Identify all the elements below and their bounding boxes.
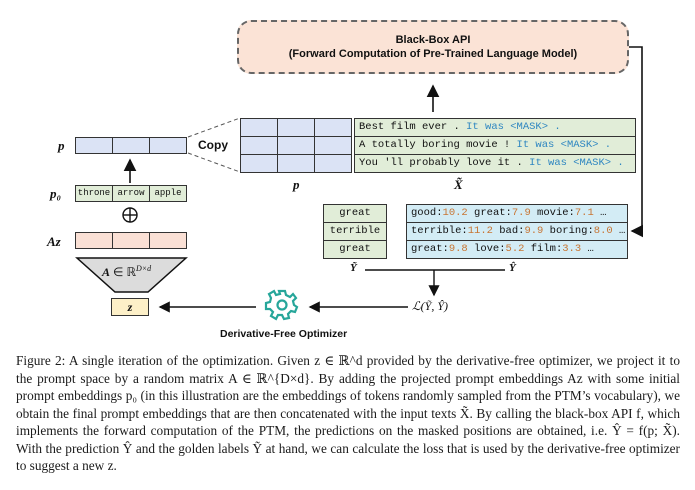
pred-word: boring:: [543, 225, 594, 237]
input-text-row: You 'll probably love it . It was <MASK>…: [354, 154, 636, 173]
prediction-row: terrible:11.2 bad:9.9 boring:8.0 …: [406, 222, 628, 241]
pred-word: great:: [411, 243, 449, 255]
projected-embedding-row: [75, 232, 187, 249]
grid-cell: [277, 136, 315, 155]
figure-label: Figure 2:: [16, 353, 66, 368]
label-p: p: [58, 138, 65, 153]
pred-score: 7.9: [511, 207, 531, 219]
grid-cell: [240, 118, 278, 137]
input-sentence: You 'll probably love it .: [359, 157, 530, 169]
grid-cell: [314, 154, 352, 173]
golden-label: great: [323, 204, 387, 223]
pred-word: love:: [467, 243, 506, 255]
pred-word: great:: [467, 207, 512, 219]
pred-score: 8.0: [593, 225, 613, 237]
golden-label: terrible: [323, 222, 387, 241]
figure-caption: Figure 2: A single iteration of the opti…: [16, 352, 680, 475]
pred-score: 9.9: [524, 225, 544, 237]
grid-cell: [277, 154, 315, 173]
az-cell: [149, 232, 187, 249]
pred-score: 11.2: [467, 225, 493, 237]
gear-icon: [264, 289, 299, 321]
pred-score: 7.1: [574, 207, 594, 219]
prompt-grid: [240, 118, 352, 173]
label-y-tilde: Ỹ: [350, 262, 357, 274]
prompt-cell: [112, 137, 150, 154]
p0-token: throne: [75, 185, 113, 202]
prompt-cell: [149, 137, 187, 154]
pred-score: 5.2: [505, 243, 525, 255]
prompt-embedding-row: [75, 137, 187, 154]
copy-dashed-bottom: [187, 152, 241, 173]
add-operator-icon: [122, 207, 138, 223]
copy-label: Copy: [198, 138, 228, 152]
golden-label: great: [323, 240, 387, 259]
prediction-row: good:10.2 great:7.9 movie:7.1 …: [406, 204, 628, 223]
pred-word: film:: [524, 243, 563, 255]
pred-word: movie:: [530, 207, 575, 219]
ellipsis: …: [593, 207, 607, 219]
pred-word: terrible:: [411, 225, 468, 237]
pred-score: 3.3: [562, 243, 582, 255]
prediction-row: great:9.8 love:5.2 film:3.3 …: [406, 240, 628, 259]
pred-score: 9.8: [448, 243, 468, 255]
connector-layer: [75, 46, 644, 321]
label-p-grid: p: [293, 177, 300, 192]
p0-token: apple: [149, 185, 187, 202]
arrow-api-to-predictions: [629, 46, 644, 238]
grid-cell: [277, 118, 315, 137]
prompt-cell: [75, 137, 113, 154]
loss-label: ℒ(Ỹ, Ŷ): [412, 299, 448, 313]
grid-cell: [314, 136, 352, 155]
label-x-tilde: X̃: [454, 177, 463, 192]
grid-cell: [240, 136, 278, 155]
api-title: Black-Box API: [395, 34, 471, 46]
input-text-row: Best film ever . It was <MASK> .: [354, 118, 636, 137]
prompt-template: It was <MASK> .: [529, 157, 624, 169]
optimizer-label: Derivative-Free Optimizer: [220, 328, 348, 340]
input-sentence: Best film ever .: [359, 121, 467, 133]
ellipsis: …: [612, 225, 626, 237]
pred-word: good:: [411, 207, 443, 219]
label-y-hat: Ŷ: [509, 262, 516, 274]
prompt-template: It was <MASK> .: [466, 121, 561, 133]
grid-cell: [240, 154, 278, 173]
az-cell: [112, 232, 150, 249]
input-text-row: A totally boring movie ! It was <MASK> .: [354, 136, 636, 155]
caption-text: A single iteration of the optimization. …: [16, 353, 680, 473]
z-vector-box: z: [111, 298, 149, 316]
copy-dashed-top: [187, 117, 241, 138]
prompt-template: It was <MASK> .: [516, 139, 612, 151]
label-az: Az: [47, 234, 61, 249]
input-sentence: A totally boring movie !: [359, 139, 517, 151]
ellipsis: …: [581, 243, 594, 255]
api-subtitle: (Forward Computation of Pre-Trained Lang…: [288, 48, 578, 60]
matrix-label: A ∈ ℝD×d: [102, 264, 152, 279]
az-cell: [75, 232, 113, 249]
p0-token: arrow: [112, 185, 150, 202]
label-p0: p₀: [50, 186, 62, 201]
grid-cell: [314, 118, 352, 137]
black-box-api-box: Black-Box API (Forward Computation of Pr…: [237, 20, 629, 74]
pred-word: bad:: [492, 225, 525, 237]
initial-prompt-row: throne arrow apple: [75, 185, 187, 202]
projection-matrix-shape: [75, 257, 188, 293]
pred-score: 10.2: [442, 207, 468, 219]
